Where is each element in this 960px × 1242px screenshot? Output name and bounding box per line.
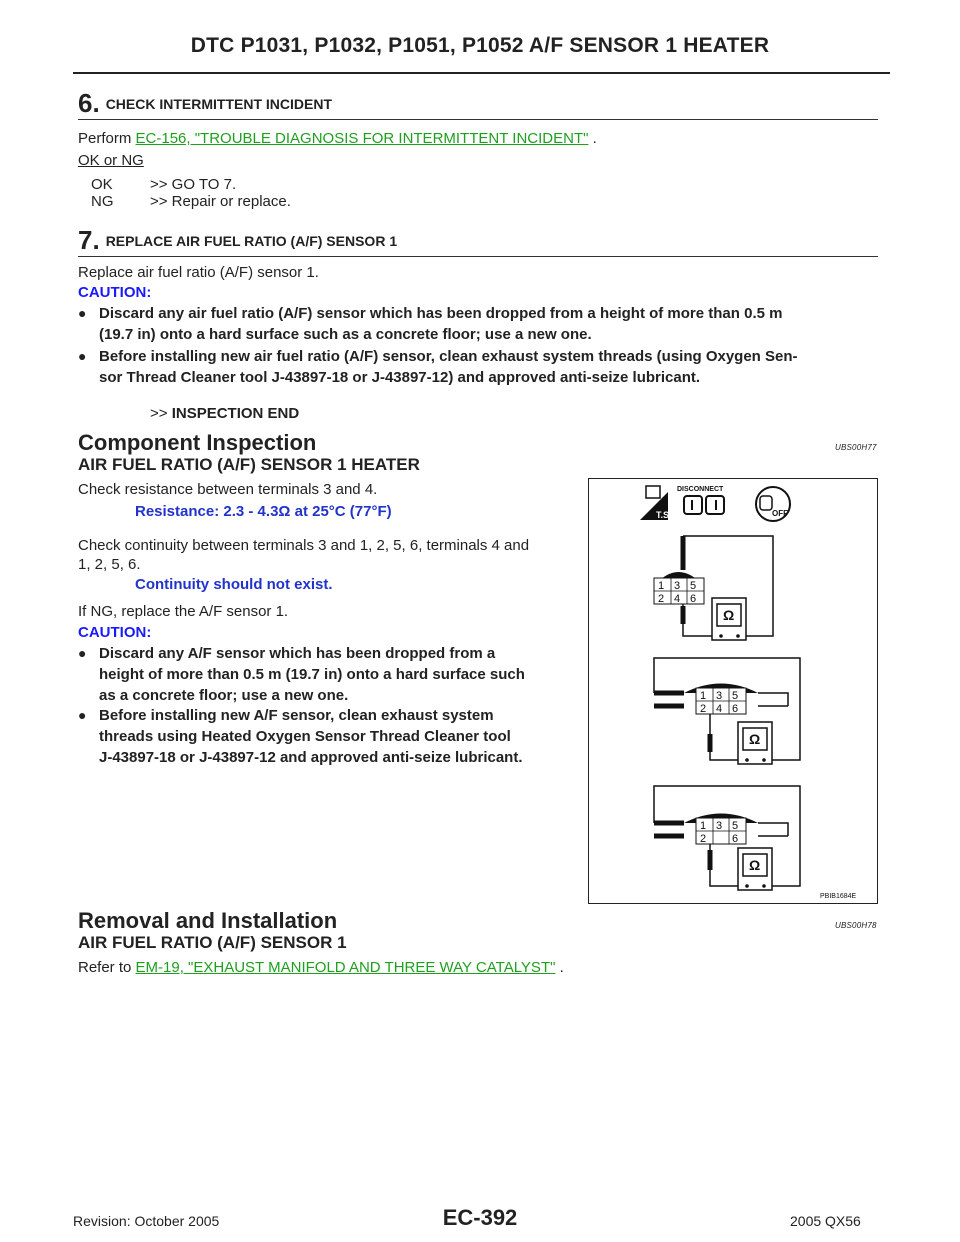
pin-2: 2 <box>658 593 664 605</box>
step-6-number: 6. <box>78 88 100 118</box>
removal-heading: Removal and Installation <box>78 908 338 933</box>
ng-value: >> Repair or replace. <box>150 193 291 210</box>
figure-code: PBIB1684E <box>820 893 857 900</box>
pin-3: 3 <box>716 690 722 702</box>
check-resistance-text: Check resistance between terminals 3 and… <box>78 481 378 498</box>
removal-refer: Refer to EM-19, "EXHAUST MANIFOLD AND TH… <box>78 959 564 976</box>
header-rule <box>73 72 890 74</box>
step-6-title: CHECK INTERMITTENT INCIDENT <box>105 96 333 112</box>
inspection-end: >> INSPECTION END <box>150 405 299 422</box>
perform-suffix: . <box>588 130 597 147</box>
ohmmeter-symbol: Ω <box>749 731 760 747</box>
bullet-1-line-1: Discard any air fuel ratio (A/F) sensor … <box>99 305 783 322</box>
step-7-title: REPLACE AIR FUEL RATIO (A/F) SENSOR 1 <box>105 233 398 249</box>
bullet-dot: ● <box>78 348 87 364</box>
pin-1: 1 <box>658 580 664 592</box>
ignition-off-icon: OFF <box>755 486 791 522</box>
resistance-spec: Resistance: 2.3 - 4.3Ω at 25°C (77°F) <box>135 503 392 520</box>
removal-subheading: AIR FUEL RATIO (A/F) SENSOR 1 <box>78 933 347 952</box>
pin-2: 2 <box>700 833 706 845</box>
bullet-dot: ● <box>78 707 87 723</box>
component-bullet-1: ● Discard any A/F sensor which has been … <box>78 643 578 706</box>
pin-6: 6 <box>732 833 738 845</box>
intermittent-incident-link[interactable]: EC-156, "TROUBLE DIAGNOSIS FOR INTERMITT… <box>135 130 589 147</box>
bullet-dot: ● <box>78 305 87 321</box>
disconnect-label: DISCONNECT <box>677 486 724 493</box>
ts-icon: T.S. <box>640 485 672 520</box>
page-number: EC-392 <box>442 1205 518 1230</box>
pin-1: 1 <box>700 820 706 832</box>
off-label: OFF <box>772 509 788 518</box>
component-bullet-2: ● Before installing new A/F sensor, clea… <box>78 705 578 768</box>
pin-1: 1 <box>700 690 706 702</box>
step-7-rule <box>78 256 878 257</box>
ok-or-ng-label: OK or NG <box>78 152 144 169</box>
check-continuity-line-1: Check continuity between terminals 3 and… <box>78 537 530 554</box>
bullet-2-line-2: sor Thread Cleaner tool J-43897-18 or J-… <box>99 369 701 386</box>
ohmmeter-symbol: Ω <box>749 857 760 873</box>
bullet-dot: ● <box>78 645 87 661</box>
pin-5: 5 <box>732 820 738 832</box>
component-caution: CAUTION: <box>78 624 152 641</box>
resistance-check-diagram <box>653 535 774 641</box>
exhaust-manifold-link[interactable]: EM-19, "EXHAUST MANIFOLD AND THREE WAY C… <box>135 959 556 976</box>
bullet-1-line-2: (19.7 in) onto a hard surface such as a … <box>99 326 592 343</box>
ng-key: NG <box>91 193 114 210</box>
removal-code: UBS00H78 <box>835 921 877 930</box>
model-year: 2005 QX56 <box>790 1213 861 1229</box>
component-inspection-code: UBS00H77 <box>835 443 877 452</box>
step-7-caution: CAUTION: <box>78 284 152 301</box>
pin-5: 5 <box>690 580 696 592</box>
pin-2: 2 <box>700 703 706 715</box>
page-header-title: DTC P1031, P1032, P1051, P1052 A/F SENSO… <box>190 34 770 57</box>
step-6-heading: 6. CHECK INTERMITTENT INCIDENT <box>78 88 332 119</box>
refer-suffix: . <box>555 959 564 976</box>
connector-check-figure: T.S. DISCONNECT OFF 1 3 5 2 4 6 Ω <box>588 478 878 904</box>
comp-bullet-2-line-1: Before installing new A/F sensor, clean … <box>99 707 494 724</box>
pin-4: 4 <box>674 593 680 605</box>
continuity-check-diagram-1 <box>653 657 801 765</box>
step-7-bullet-1: ● Discard any air fuel ratio (A/F) senso… <box>78 303 898 345</box>
ok-key: OK <box>91 176 113 193</box>
refer-prefix: Refer to <box>78 959 136 976</box>
pin-6: 6 <box>732 703 738 715</box>
perform-prefix: Perform <box>78 130 136 147</box>
ohmmeter-symbol: Ω <box>723 607 734 623</box>
end-prefix: >> <box>150 405 172 422</box>
continuity-spec: Continuity should not exist. <box>135 576 333 593</box>
end-text: INSPECTION END <box>171 405 300 422</box>
pin-3: 3 <box>674 580 680 592</box>
comp-bullet-2-line-2: threads using Heated Oxygen Sensor Threa… <box>99 728 511 745</box>
step-7-number: 7. <box>78 225 100 255</box>
comp-bullet-1-line-2: height of more than 0.5 m (19.7 in) onto… <box>99 666 525 683</box>
comp-bullet-1-line-1: Discard any A/F sensor which has been dr… <box>99 645 496 662</box>
comp-bullet-1-line-3: as a concrete floor; use a new one. <box>99 687 349 704</box>
continuity-check-diagram-2 <box>653 785 801 891</box>
ts-label: T.S. <box>656 510 672 520</box>
disconnect-icon: DISCONNECT <box>677 486 725 515</box>
step-7-bullet-2: ● Before installing new air fuel ratio (… <box>78 346 898 388</box>
check-continuity-line-2: 1, 2, 5, 6. <box>78 556 141 573</box>
step-7-heading: 7. REPLACE AIR FUEL RATIO (A/F) SENSOR 1 <box>78 225 397 256</box>
ok-value: >> GO TO 7. <box>150 176 237 193</box>
step-6-perform: Perform EC-156, "TROUBLE DIAGNOSIS FOR I… <box>78 130 597 147</box>
if-ng-text: If NG, replace the A/F sensor 1. <box>78 603 289 620</box>
step-7-text: Replace air fuel ratio (A/F) sensor 1. <box>78 264 319 281</box>
pin-3: 3 <box>716 820 722 832</box>
revision-date: Revision: October 2005 <box>73 1213 220 1229</box>
component-subheading: AIR FUEL RATIO (A/F) SENSOR 1 HEATER <box>78 455 420 474</box>
step-6-rule <box>78 119 878 120</box>
bullet-2-line-1: Before installing new air fuel ratio (A/… <box>99 348 798 365</box>
pin-6: 6 <box>690 593 696 605</box>
component-inspection-heading: Component Inspection <box>78 430 317 455</box>
pin-5: 5 <box>732 690 738 702</box>
pin-4: 4 <box>716 703 722 715</box>
comp-bullet-2-line-3: J-43897-18 or J-43897-12 and approved an… <box>99 749 523 766</box>
